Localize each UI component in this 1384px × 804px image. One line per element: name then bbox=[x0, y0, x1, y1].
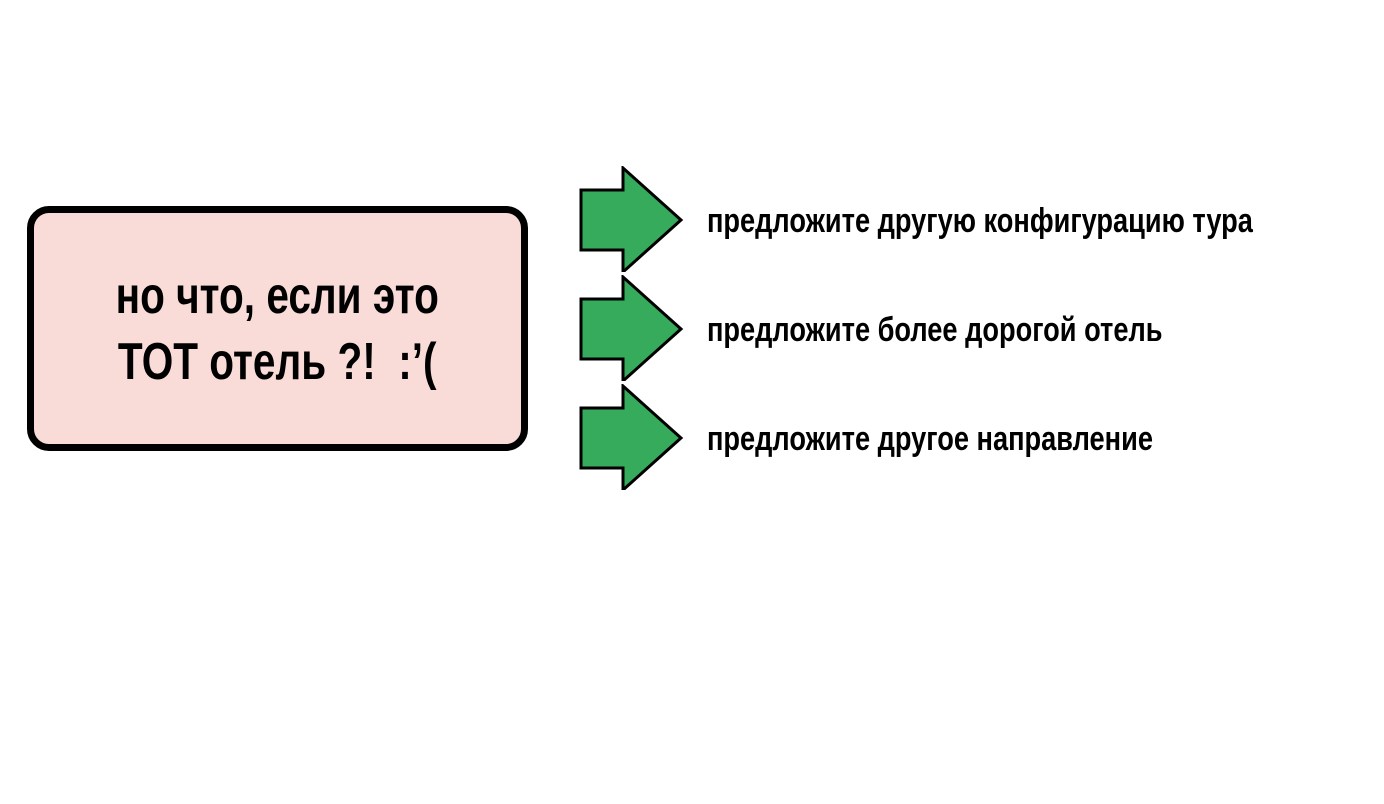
arrow-right-icon bbox=[579, 166, 684, 272]
option-pricier-hotel: предложите более дорогой отель bbox=[707, 311, 1163, 349]
option-other-destination: предложите другое направление bbox=[707, 420, 1153, 458]
question-line-2: ТОТ отель ?! :’( bbox=[118, 332, 437, 391]
question-box: но что, если это ТОТ отель ?! :’( bbox=[27, 206, 528, 451]
question-line-1: но что, если это bbox=[115, 266, 440, 325]
arrow-right-icon bbox=[579, 384, 684, 490]
arrow-right-icon bbox=[579, 275, 684, 381]
option-other-tour-config: предложите другую конфигурацию тура bbox=[707, 202, 1253, 240]
